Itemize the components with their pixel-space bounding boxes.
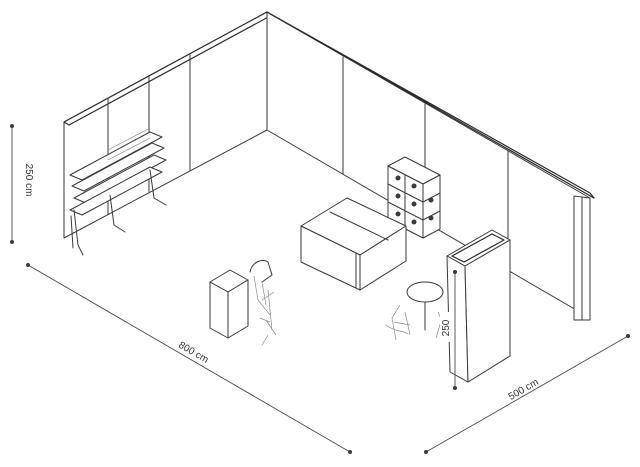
right-back-wall <box>266 11 595 321</box>
reception-counter <box>209 259 277 346</box>
length-dimension: 800 cm <box>26 263 352 454</box>
central-counter <box>300 197 407 291</box>
height-dimension: 250 cm <box>10 124 34 244</box>
width-label: 500 cm <box>507 377 541 403</box>
tower-height-dimension: 250 <box>440 270 457 390</box>
tower-column <box>446 229 511 383</box>
length-label: 800 cm <box>176 340 210 366</box>
height-label: 250 cm <box>23 164 34 197</box>
round-table <box>385 281 447 341</box>
cube-shelf <box>387 156 441 239</box>
tower-height-label: 250 <box>441 319 452 336</box>
wall-shelf-brackets <box>107 127 151 161</box>
